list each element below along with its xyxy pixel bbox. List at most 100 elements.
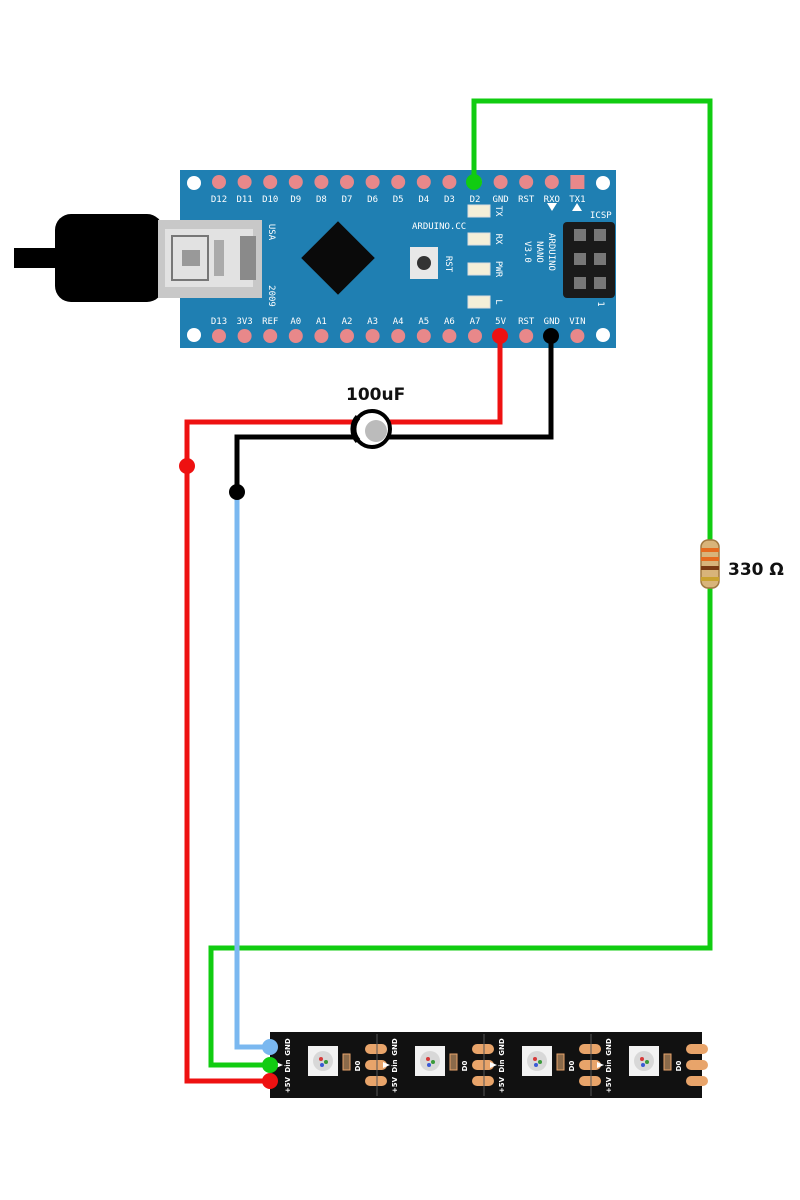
data-arrow-icon	[597, 1062, 604, 1068]
pin-pad	[365, 175, 380, 189]
strip-gnd-connector	[262, 1039, 278, 1055]
pin-pad	[416, 329, 431, 343]
strip-capacitor	[556, 1053, 565, 1071]
strip-din-label: Din	[498, 1059, 506, 1072]
led-label: L	[493, 299, 503, 304]
pin-pad	[442, 175, 457, 189]
pin-pad	[416, 175, 431, 189]
data-arrow-icon	[490, 1062, 497, 1068]
icsp-pin	[594, 253, 606, 265]
led-label: PWR	[493, 261, 503, 278]
pixel-lens	[420, 1051, 440, 1071]
pin-pad	[519, 175, 534, 189]
pin-pad	[212, 329, 226, 343]
capacitor	[350, 409, 392, 449]
junction-dot	[492, 328, 508, 344]
strip-din-connector	[262, 1057, 278, 1073]
pin-pad	[340, 175, 354, 189]
pixel-die	[319, 1057, 323, 1061]
pin-pad	[237, 175, 252, 189]
solder-pad	[365, 1060, 387, 1070]
pixel-lens	[313, 1051, 333, 1071]
usa-label: USA	[266, 224, 276, 241]
pin-pad	[570, 175, 585, 189]
strip-gnd-label: GND	[391, 1038, 399, 1056]
pixel-die	[533, 1057, 537, 1061]
pin-pad	[519, 329, 534, 343]
pin-label: D10	[262, 195, 278, 205]
pixel-die	[538, 1060, 542, 1064]
board-name-line-3: V3.0	[522, 241, 532, 263]
icsp-header	[563, 222, 615, 298]
junction-dot	[229, 484, 245, 500]
pin-label: TX1	[569, 195, 585, 205]
pin-pad	[263, 175, 278, 189]
tx-arrow-icon	[572, 203, 582, 211]
site-label: ARDUINO.CC	[412, 222, 466, 232]
solder-pad	[686, 1044, 708, 1054]
pixel-die	[426, 1057, 430, 1061]
pin-pad	[288, 175, 303, 189]
pin-label: RST	[518, 317, 535, 327]
pin-pad	[468, 329, 482, 343]
pin-pad	[570, 329, 585, 343]
strip-5v-label: +5V	[391, 1076, 399, 1093]
pin-label: 5V	[495, 317, 506, 327]
icsp-pin1-label: 1	[595, 301, 605, 306]
strip-capacitor	[663, 1053, 672, 1071]
pin-label: GND	[492, 195, 508, 205]
pin-label: REF	[262, 317, 278, 327]
solder-pad	[472, 1060, 494, 1070]
reset-label: RST	[443, 256, 453, 273]
strip-din-label: Din	[284, 1059, 292, 1072]
pin-label: RST	[518, 195, 535, 205]
strip-gnd-label: GND	[605, 1038, 613, 1056]
pin-label: A6	[444, 317, 455, 327]
icsp-pin	[574, 277, 586, 289]
strip-dout-label: D0	[675, 1061, 683, 1072]
pin-pad	[288, 329, 303, 343]
pin-pad	[365, 329, 380, 343]
strip-5v-label: +5V	[284, 1076, 292, 1093]
icsp-pin	[574, 253, 586, 265]
pin-label: D6	[367, 195, 378, 205]
pixel-die	[324, 1060, 328, 1064]
pixel-lens	[527, 1051, 547, 1071]
pixel-die	[641, 1063, 645, 1067]
capacitor-label: 100uF	[346, 385, 405, 405]
pin-pad	[391, 329, 406, 343]
pin-label: D12	[211, 195, 227, 205]
pin-pad	[391, 175, 406, 189]
pixel-die	[534, 1063, 538, 1067]
junction-dot	[543, 328, 559, 344]
pin-label: D5	[393, 195, 404, 205]
strip-dout-label: D0	[461, 1061, 469, 1072]
pin-pad	[340, 329, 354, 343]
strip-dout-label: D0	[568, 1061, 576, 1072]
led-label: RX	[493, 234, 503, 245]
strip-gnd-label: GND	[498, 1038, 506, 1056]
pin-label: D8	[316, 195, 327, 205]
board-name-line-2: NANO	[534, 241, 544, 263]
pin-pad	[212, 175, 226, 189]
year-label: 2009	[266, 285, 276, 307]
pin-pad	[442, 329, 457, 343]
strip-capacitor	[342, 1053, 351, 1071]
pin-pad	[493, 175, 508, 189]
strip-capacitor	[449, 1053, 458, 1071]
solder-pad	[686, 1060, 708, 1070]
rx-arrow-icon	[547, 203, 557, 211]
pixel-die	[427, 1063, 431, 1067]
strip-gnd-label: GND	[284, 1038, 292, 1056]
strip-5v-label: +5V	[605, 1076, 613, 1093]
resistor	[700, 539, 720, 589]
junction-dot	[466, 174, 482, 190]
icsp-label: ICSP	[590, 211, 612, 221]
strip-5v-label: +5V	[498, 1076, 506, 1093]
pin-label: 3V3	[236, 317, 252, 327]
strip-din-label: Din	[391, 1059, 399, 1072]
